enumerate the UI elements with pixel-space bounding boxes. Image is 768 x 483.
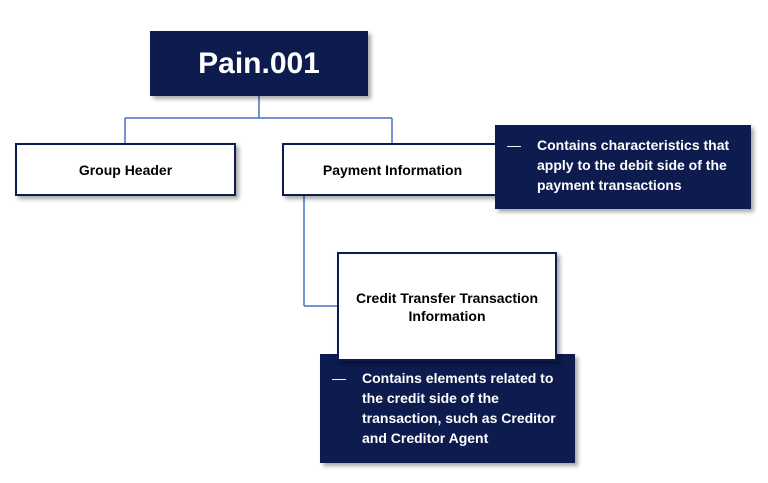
- callout-credit-text: Contains elements related to the credit …: [362, 370, 556, 446]
- node-payment-information-label: Payment Information: [322, 161, 463, 178]
- node-group-header-label: Group Header: [78, 161, 173, 178]
- node-group-header: Group Header: [15, 143, 236, 196]
- callout-credit-transfer: — Contains elements related to the credi…: [320, 354, 575, 463]
- root-node-pain001: Pain.001: [150, 31, 368, 96]
- callout-credit-bullet: —: [332, 370, 346, 386]
- node-credit-transfer-transaction-information: Credit Transfer Transaction Information: [337, 252, 557, 361]
- callout-payment-bullet: —: [507, 137, 521, 153]
- callout-payment-text: Contains characteristics that apply to t…: [537, 137, 730, 193]
- node-credit-transfer-label: Credit Transfer Transaction Information: [355, 289, 539, 324]
- callout-payment-information: — Contains characteristics that apply to…: [495, 125, 751, 209]
- node-payment-information: Payment Information: [282, 143, 503, 196]
- root-node-label: Pain.001: [198, 46, 320, 80]
